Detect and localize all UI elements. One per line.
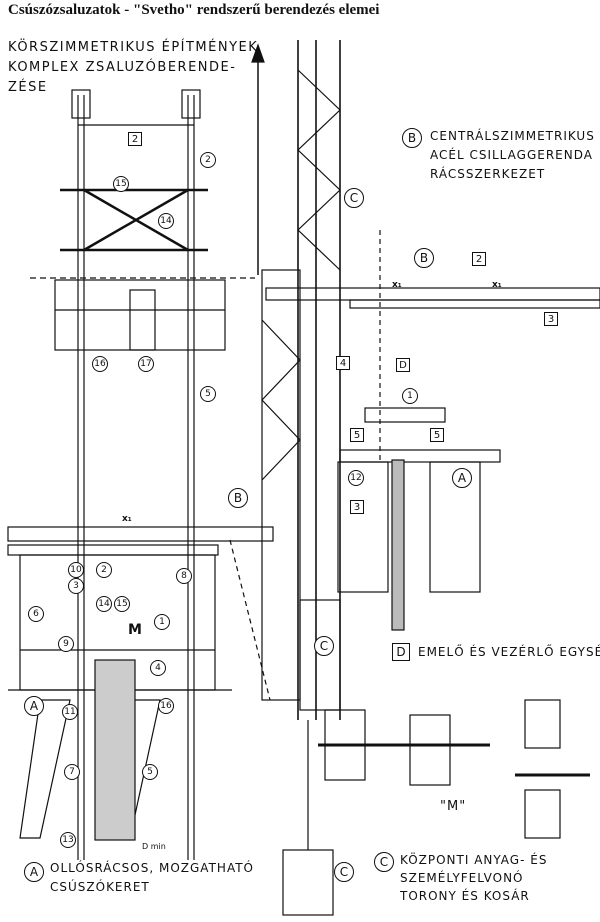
section-c-line-1: KÖZPONTI ANYAG- ÉS bbox=[400, 853, 548, 867]
callout-lower-10: 10 bbox=[68, 562, 84, 578]
callout-top-16: 16 bbox=[92, 356, 108, 372]
callout-upper-box-4: 4 bbox=[336, 356, 350, 370]
section-c-marker: C bbox=[374, 852, 394, 872]
korszimm-line-1: KÖRSZIMMETRIKUS ÉPÍTMÉNYEK bbox=[8, 40, 259, 55]
callout-lower-11: 11 bbox=[62, 704, 78, 720]
circular-structure-scheme bbox=[30, 89, 255, 860]
callout-lower-16: 16 bbox=[158, 698, 174, 714]
callout-lower-c-mid: C bbox=[314, 636, 334, 656]
callout-top-17: 17 bbox=[138, 356, 154, 372]
callout-lower-b: B bbox=[228, 488, 248, 508]
callout-upper-box-3b: 3 bbox=[350, 500, 364, 514]
page-title: Csúszózsaluzatok - "Svetho" rendszerű be… bbox=[8, 2, 380, 18]
korszimm-line-2: KOMPLEX ZSALUZÓBERENDE- bbox=[8, 60, 237, 75]
callout-lower-2: 2 bbox=[96, 562, 112, 578]
callout-upper-box-d: D bbox=[396, 358, 410, 372]
callout-upper-box-5a: 5 bbox=[350, 428, 364, 442]
callout-lower-m: M bbox=[128, 622, 142, 638]
section-d-marker: D bbox=[392, 643, 410, 661]
section-b-line-3: RÁCSSZERKEZET bbox=[430, 167, 546, 181]
callout-top-5: 5 bbox=[200, 386, 216, 402]
central-tower bbox=[251, 40, 341, 916]
lower-left-assembly bbox=[7, 526, 274, 841]
callout-upper-box-5b: 5 bbox=[430, 428, 444, 442]
callout-lower-6: 6 bbox=[28, 606, 44, 622]
callout-lower-c-bottom: C bbox=[334, 862, 354, 882]
section-b-line-2: ACÉL CSILLAGGERENDA bbox=[430, 148, 593, 162]
callout-top-2: 2 bbox=[200, 152, 216, 168]
callout-top-15: 15 bbox=[113, 176, 129, 192]
upper-right-assembly bbox=[265, 230, 600, 631]
callout-lower-15: 15 bbox=[114, 596, 130, 612]
callout-upper-box-2: 2 bbox=[472, 252, 486, 266]
callout-lower-1: 1 bbox=[154, 614, 170, 630]
callout-upper-c: C bbox=[344, 188, 364, 208]
callout-lower-4: 4 bbox=[150, 660, 166, 676]
callout-lower-5: 5 bbox=[142, 764, 158, 780]
callout-top-box-2: 2 bbox=[128, 132, 142, 146]
callout-upper-x1-b: x₁ bbox=[492, 280, 502, 290]
korszimm-line-3: ZÉSE bbox=[8, 80, 48, 95]
section-b-marker: B bbox=[402, 128, 422, 148]
callout-upper-1: 1 bbox=[402, 388, 418, 404]
callout-lower-a: A bbox=[24, 696, 44, 716]
callout-top-14: 14 bbox=[158, 213, 174, 229]
callout-lower-8: 8 bbox=[176, 568, 192, 584]
callout-upper-a: A bbox=[452, 468, 472, 488]
callout-upper-x1-a: x₁ bbox=[392, 280, 402, 290]
callout-lower-7: 7 bbox=[64, 764, 80, 780]
section-a-marker: A bbox=[24, 862, 44, 882]
section-a-line-1: OLLÓSRÁCSOS, MOZGATHATÓ bbox=[50, 861, 254, 875]
m-detail-label: "M" bbox=[440, 799, 467, 814]
callout-lower-13: 13 bbox=[60, 832, 76, 848]
callout-lower-x1: x₁ bbox=[122, 514, 132, 524]
callout-upper-box-3: 3 bbox=[544, 312, 558, 326]
section-b-line-1: CENTRÁLSZIMMETRIKUS bbox=[430, 129, 595, 143]
section-a-line-2: CSÚSZÓKERET bbox=[50, 880, 150, 894]
callout-upper-b: B bbox=[414, 248, 434, 268]
callout-lower-dmin: D min bbox=[142, 842, 166, 851]
callout-upper-12: 12 bbox=[348, 470, 364, 486]
m-detail bbox=[318, 699, 590, 839]
callout-lower-9: 9 bbox=[58, 636, 74, 652]
section-c-line-2: SZEMÉLYFELVONÓ bbox=[400, 871, 524, 885]
section-d-text: EMELŐ ÉS VEZÉRLŐ EGYSÉG bbox=[418, 645, 600, 659]
callout-lower-3: 3 bbox=[68, 578, 84, 594]
callout-lower-14: 14 bbox=[96, 596, 112, 612]
section-c-line-3: TORONY ÉS KOSÁR bbox=[400, 889, 530, 903]
